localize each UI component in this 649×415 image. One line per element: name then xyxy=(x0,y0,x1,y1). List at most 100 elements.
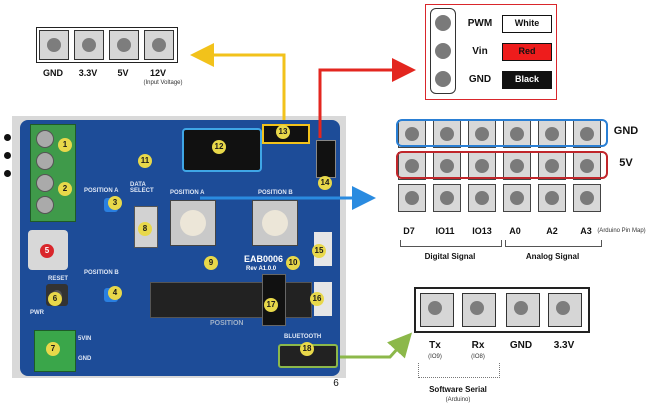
tact-button-b xyxy=(252,200,298,246)
pwm-pin xyxy=(435,71,451,87)
pin-map-cell xyxy=(573,152,601,180)
vin-label: Vin xyxy=(472,46,488,57)
callout-18: 18 xyxy=(300,342,314,356)
pwm-pin xyxy=(435,15,451,31)
serial-pin xyxy=(462,293,496,327)
callout-11: 11 xyxy=(138,154,152,168)
pin-map-cell xyxy=(468,120,496,148)
silk-position-b2: POSITION B xyxy=(258,190,293,196)
arrow-yellow xyxy=(190,43,286,120)
power-note: (Input Voltage) xyxy=(143,80,183,86)
arrow-green xyxy=(340,332,413,359)
pwm-gnd-label: GND xyxy=(468,74,492,85)
digital-signal-label: Digital Signal xyxy=(424,252,476,261)
pinmap-gnd-label: GND xyxy=(613,125,639,137)
pinmap-col-d7: D7 xyxy=(403,226,415,236)
pin-map-cell xyxy=(573,120,601,148)
pin-map-cell xyxy=(538,152,566,180)
pin-map-cell xyxy=(433,120,461,148)
edge-dot xyxy=(4,152,11,159)
silk-data-select: DATA SELECT xyxy=(130,182,154,194)
power-pin xyxy=(144,30,174,60)
wire-black: Black xyxy=(502,71,552,89)
pinmap-col-io11: IO11 xyxy=(435,226,455,236)
callout-15: 15 xyxy=(312,244,326,258)
board-revision: Rev A1.0.0 xyxy=(246,266,277,272)
callout-7: 7 xyxy=(46,342,60,356)
silk-5vin: 5VIN xyxy=(78,336,92,342)
serial-label-rx: Rx xyxy=(471,340,485,351)
pinmap-5v-label: 5V xyxy=(619,157,633,169)
tact-button-a xyxy=(170,200,216,246)
footer-digit: 6 xyxy=(333,378,339,389)
callout-13: 13 xyxy=(276,125,290,139)
pin-map-cell xyxy=(468,184,496,212)
serial-label-gnd: GND xyxy=(509,340,533,351)
edge-dot xyxy=(4,170,11,177)
power-header xyxy=(36,27,178,63)
screw xyxy=(36,130,54,148)
serial-bracket xyxy=(418,363,500,378)
pwm-connector-frame xyxy=(425,4,557,100)
serial-subtitle: (Arduino) xyxy=(445,397,471,403)
pwm-pin xyxy=(435,43,451,59)
pin-map-cell xyxy=(503,120,531,148)
digital-bracket xyxy=(400,240,502,247)
serial-sub-rx: (IO8) xyxy=(471,354,485,360)
edge-dot xyxy=(4,134,11,141)
power-pin xyxy=(109,30,139,60)
silk-pwr: PWR xyxy=(30,310,44,316)
pin-map-cell xyxy=(433,152,461,180)
pinmap-col-a3: A3 xyxy=(580,226,592,236)
power-pin xyxy=(39,30,69,60)
callout-4: 4 xyxy=(108,286,122,300)
pin-map-cell xyxy=(433,184,461,212)
wire-white: White xyxy=(502,15,552,33)
callout-1: 1 xyxy=(58,138,72,152)
serial-label-3v3: 3.3V xyxy=(553,340,575,351)
callout-10: 10 xyxy=(286,256,300,270)
analog-bracket xyxy=(505,240,602,247)
callout-14: 14 xyxy=(318,176,332,190)
pinmap-col-io13: IO13 xyxy=(472,226,492,236)
board-model: EAB0006 xyxy=(244,254,284,264)
power-label-5v: 5V xyxy=(117,68,129,78)
serial-title: Software Serial xyxy=(429,385,487,394)
screw xyxy=(36,196,54,214)
callout-17: 17 xyxy=(264,298,278,312)
power-pin xyxy=(74,30,104,60)
pin-map-cell xyxy=(398,152,426,180)
pin-map-cell xyxy=(398,120,426,148)
serial-header xyxy=(414,287,590,333)
pcb: POSITION A POSITION B DATA SELECT POSITI… xyxy=(20,120,340,376)
pinmap-col-a0: A0 xyxy=(509,226,521,236)
pin-map-cell xyxy=(398,184,426,212)
serial-sub-tx: (IO9) xyxy=(428,354,442,360)
pwm-label: PWM xyxy=(467,18,493,29)
callout-12: 12 xyxy=(212,140,226,154)
callout-2: 2 xyxy=(58,182,72,196)
silk-bluetooth: BLUETOOTH xyxy=(284,334,322,340)
silk-position-a: POSITION A xyxy=(84,188,119,194)
arrow-red xyxy=(318,58,416,138)
pin-map xyxy=(392,112,612,222)
serial-pin xyxy=(548,293,582,327)
callout-3: 3 xyxy=(108,196,122,210)
pinmap-note: (Arduino Pin Map) xyxy=(597,228,646,234)
screw xyxy=(36,152,54,170)
callout-6: 6 xyxy=(48,292,62,306)
serial-pin xyxy=(420,293,454,327)
power-label-3v3: 3.3V xyxy=(78,68,98,78)
silk-position-a2: POSITION A xyxy=(170,190,205,196)
pinmap-col-a2: A2 xyxy=(546,226,558,236)
power-label-gnd: GND xyxy=(43,68,63,78)
callout-5: 5 xyxy=(40,244,54,258)
v5-row-outline xyxy=(396,151,608,179)
power-label-12v: 12V xyxy=(149,68,166,78)
screw xyxy=(36,174,54,192)
callout-9: 9 xyxy=(204,256,218,270)
callout-16: 16 xyxy=(310,292,324,306)
callout-8: 8 xyxy=(138,222,152,236)
analog-signal-label: Analog Signal xyxy=(525,252,580,261)
dual-header xyxy=(182,128,262,172)
